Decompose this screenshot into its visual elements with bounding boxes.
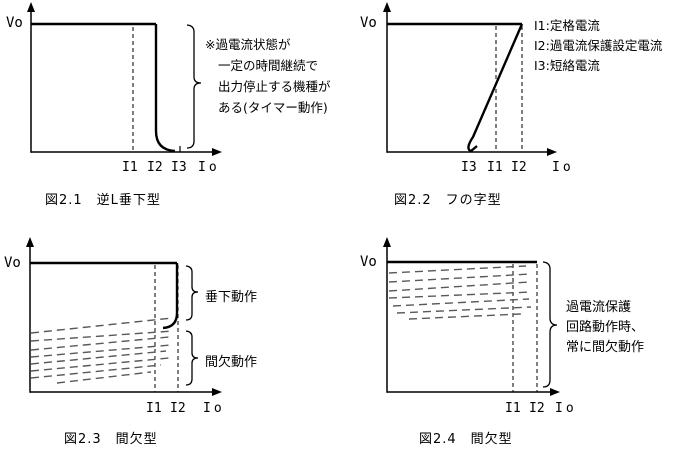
fig3-caption: 図2.3 間欠型 [64,432,158,447]
fig3-upper-brace [185,265,199,321]
fig4-note-line3: 常に間欠動作 [566,340,645,355]
fig1-note-line2: 一定の時間継続で [218,58,319,73]
fig1-plot [27,2,222,156]
fig2-foldback-curve [467,23,524,153]
fig2-x-axis-label: Io [552,160,574,175]
fig3-x-arrow-icon [212,388,222,396]
fig4-y-arrow-icon [383,237,391,247]
fig3-tick-i1: I1 [146,401,162,416]
fig4-plot [383,237,560,396]
fig4-y-axis-label: Vo [360,254,377,270]
fig2-x-arrow-icon [547,148,557,156]
fig1-brace [186,24,202,149]
fig3-y-axis-label: Vo [4,255,21,271]
fig1-note-line1: ※過電流状態が [205,37,291,52]
fig4-x-axis-label: Io [555,401,577,416]
fig1-note: ※過電流状態が 一定の時間継続で 出力停止する機種が ある(タイマー動作) [205,34,331,118]
fig1-tick-i3: I3 [171,160,187,175]
fig1-tick-i1: I1 [122,160,138,175]
fig2-y-arrow-icon [383,2,391,12]
fig4-caption: 図2.4 間欠型 [419,432,513,447]
fig1-drop-curve [154,24,176,153]
fig3-tick-i2: I2 [170,401,186,416]
fig4-x-arrow-icon [550,388,560,396]
fig1-caption: 図2.1 逆L垂下型 [45,193,161,208]
fig2-tick-i2: I2 [511,160,527,175]
fig2-legend-i1: I1:定格電流 [534,18,600,33]
fig1-note-line4: ある(タイマー動作) [218,100,328,115]
fig1-tick-i2: I2 [147,160,163,175]
fig1-y-axis-label: Vo [6,15,23,31]
fig1-note-line3: 出力停止する機種が [218,79,331,94]
fig3-hiccup-label: 間欠動作 [205,355,258,370]
fig2-legend: I1:定格電流 I2:過電流保護設定電流 I3:短絡電流 [534,16,662,76]
fig4-tick-i2: I2 [529,401,545,416]
fig3-drop-curve [162,263,179,330]
fig2-legend-i3: I3:短絡電流 [534,58,600,73]
fig1-x-axis-label: Io [198,160,220,175]
fig2-y-axis-label: Vo [360,15,377,31]
fig3-plot [26,237,222,396]
fig4-tick-i1: I1 [505,401,521,416]
fig3-droop-label: 垂下動作 [205,290,258,305]
fig3-lower-brace [185,330,199,386]
fig2-legend-i2: I2:過電流保護設定電流 [534,38,663,53]
fig4-note-line2: 回路動作時、 [566,320,645,335]
fig4-hiccup-dashed-lines [388,265,532,320]
fig4-note: 過電流保護 回路動作時、 常に間欠動作 [566,298,644,358]
fig2-plot [383,2,557,156]
fig3-y-arrow-icon [26,237,34,247]
fig2-tick-i1: I1 [487,160,503,175]
fig1-y-arrow-icon [27,2,35,12]
fig1-x-arrow-icon [212,148,222,156]
fig4-brace [542,261,558,388]
fig3-hiccup-dashed-lines [30,317,174,384]
fig4-note-line1: 過電流保護 [566,300,632,315]
fig2-tick-i3: I3 [461,160,477,175]
fig3-x-axis-label: Io [203,401,225,416]
fig2-caption: 図2.2 フの字型 [394,193,502,208]
